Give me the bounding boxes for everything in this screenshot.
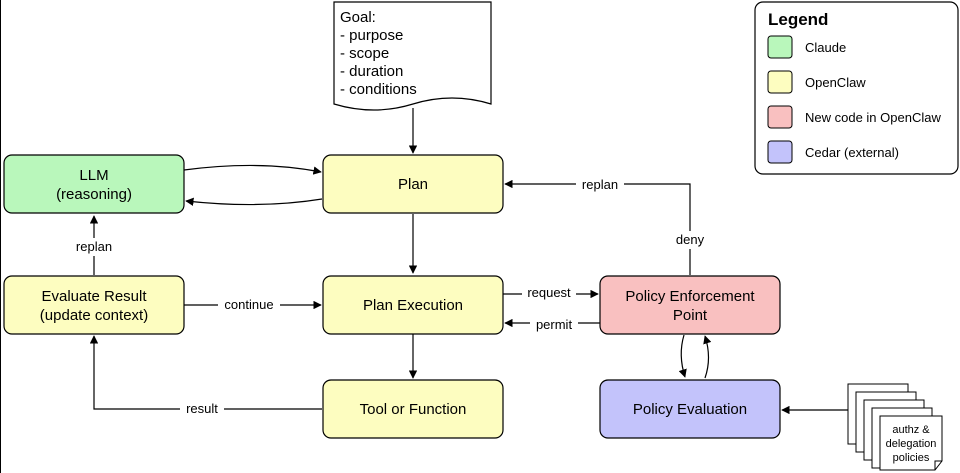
node-tool-label: Tool or Function [360, 401, 467, 418]
edge-result [89, 335, 322, 410]
node-llm-box [3, 154, 185, 214]
edge-label-bg [530, 316, 578, 334]
node-tool-or-function: Tool or Function [322, 379, 504, 439]
node-plan-label: Plan [398, 176, 428, 193]
edge-label-continue: continue [224, 297, 273, 312]
edge-label-bg [70, 238, 118, 256]
goal-line: - purpose [340, 27, 403, 44]
edge-label-bg [672, 231, 708, 249]
goal-line: - conditions [340, 81, 417, 98]
legend: Legend Claude OpenClaw New code in OpenC… [754, 1, 959, 175]
policies-document-stack: authz & delegation policies [847, 383, 943, 471]
node-tool-box [322, 379, 504, 439]
policy-doc-line: authz & [892, 424, 930, 436]
node-policy-enforcement-point: Policy Enforcement Point [599, 275, 781, 335]
node-policy-eval-label: Policy Evaluation [633, 401, 747, 418]
goal-line: Goal: [340, 9, 376, 26]
node-policy-evaluation: Policy Evaluation [599, 379, 781, 439]
node-execution-label: Plan Execution [363, 297, 463, 314]
policy-doc-line: delegation [886, 438, 937, 450]
policy-doc-front [879, 415, 943, 471]
edge-label-result: result [186, 401, 218, 416]
edge-label-bg [180, 400, 224, 418]
node-plan-box [322, 154, 504, 214]
node-pep-box [599, 275, 781, 335]
edge-llm-to-plan [183, 164, 322, 175]
node-pep-label: Policy Enforcement [625, 288, 755, 305]
edge-label-bg [576, 176, 624, 194]
node-plan: Plan [322, 154, 504, 214]
edge-plan-to-llm [185, 197, 323, 206]
edge-label-replan-left: replan [76, 239, 112, 254]
node-evaluate-sublabel: (update context) [40, 307, 148, 324]
legend-label-claude: Claude [805, 40, 846, 55]
policy-doc-line: policies [893, 452, 930, 464]
node-execution-box [322, 275, 504, 335]
node-evaluate-box [3, 275, 185, 335]
edge-eval-to-pep [703, 335, 712, 379]
edge-label-permit: permit [536, 317, 573, 332]
legend-title: Legend [768, 10, 828, 29]
node-llm-sublabel: (reasoning) [56, 186, 132, 203]
edge-label-replan-top: replan [582, 177, 618, 192]
node-evaluate-label: Evaluate Result [41, 288, 147, 305]
legend-swatch-cedar [767, 140, 793, 164]
node-llm-label: LLM [79, 167, 108, 184]
edge-pep-deny-replan [504, 179, 691, 275]
policy-doc-fold [934, 460, 942, 470]
legend-label-openclaw: OpenClaw [805, 75, 866, 90]
legend-swatch-openclaw [767, 70, 793, 94]
goal-line: - scope [340, 45, 389, 62]
node-policy-eval-box [599, 379, 781, 439]
edge-label-bg [522, 284, 576, 302]
legend-label-cedar: Cedar (external) [805, 145, 899, 160]
edge-label-bg [218, 296, 280, 314]
goal-line: - duration [340, 63, 403, 80]
edge-label-deny: deny [676, 232, 705, 247]
edge-label-request: request [527, 285, 571, 300]
legend-label-new-code: New code in OpenClaw [805, 110, 941, 125]
edge-pep-to-eval [678, 334, 687, 378]
node-plan-execution: Plan Execution [322, 275, 504, 335]
node-llm: LLM (reasoning) [3, 154, 185, 214]
node-pep-sublabel: Point [673, 307, 708, 324]
legend-box [754, 1, 959, 175]
goal-document: Goal: - purpose - scope - duration - con… [333, 1, 492, 111]
legend-swatch-new-code [767, 105, 793, 129]
legend-swatch-claude [767, 35, 793, 59]
node-evaluate-result: Evaluate Result (update context) [3, 275, 185, 335]
